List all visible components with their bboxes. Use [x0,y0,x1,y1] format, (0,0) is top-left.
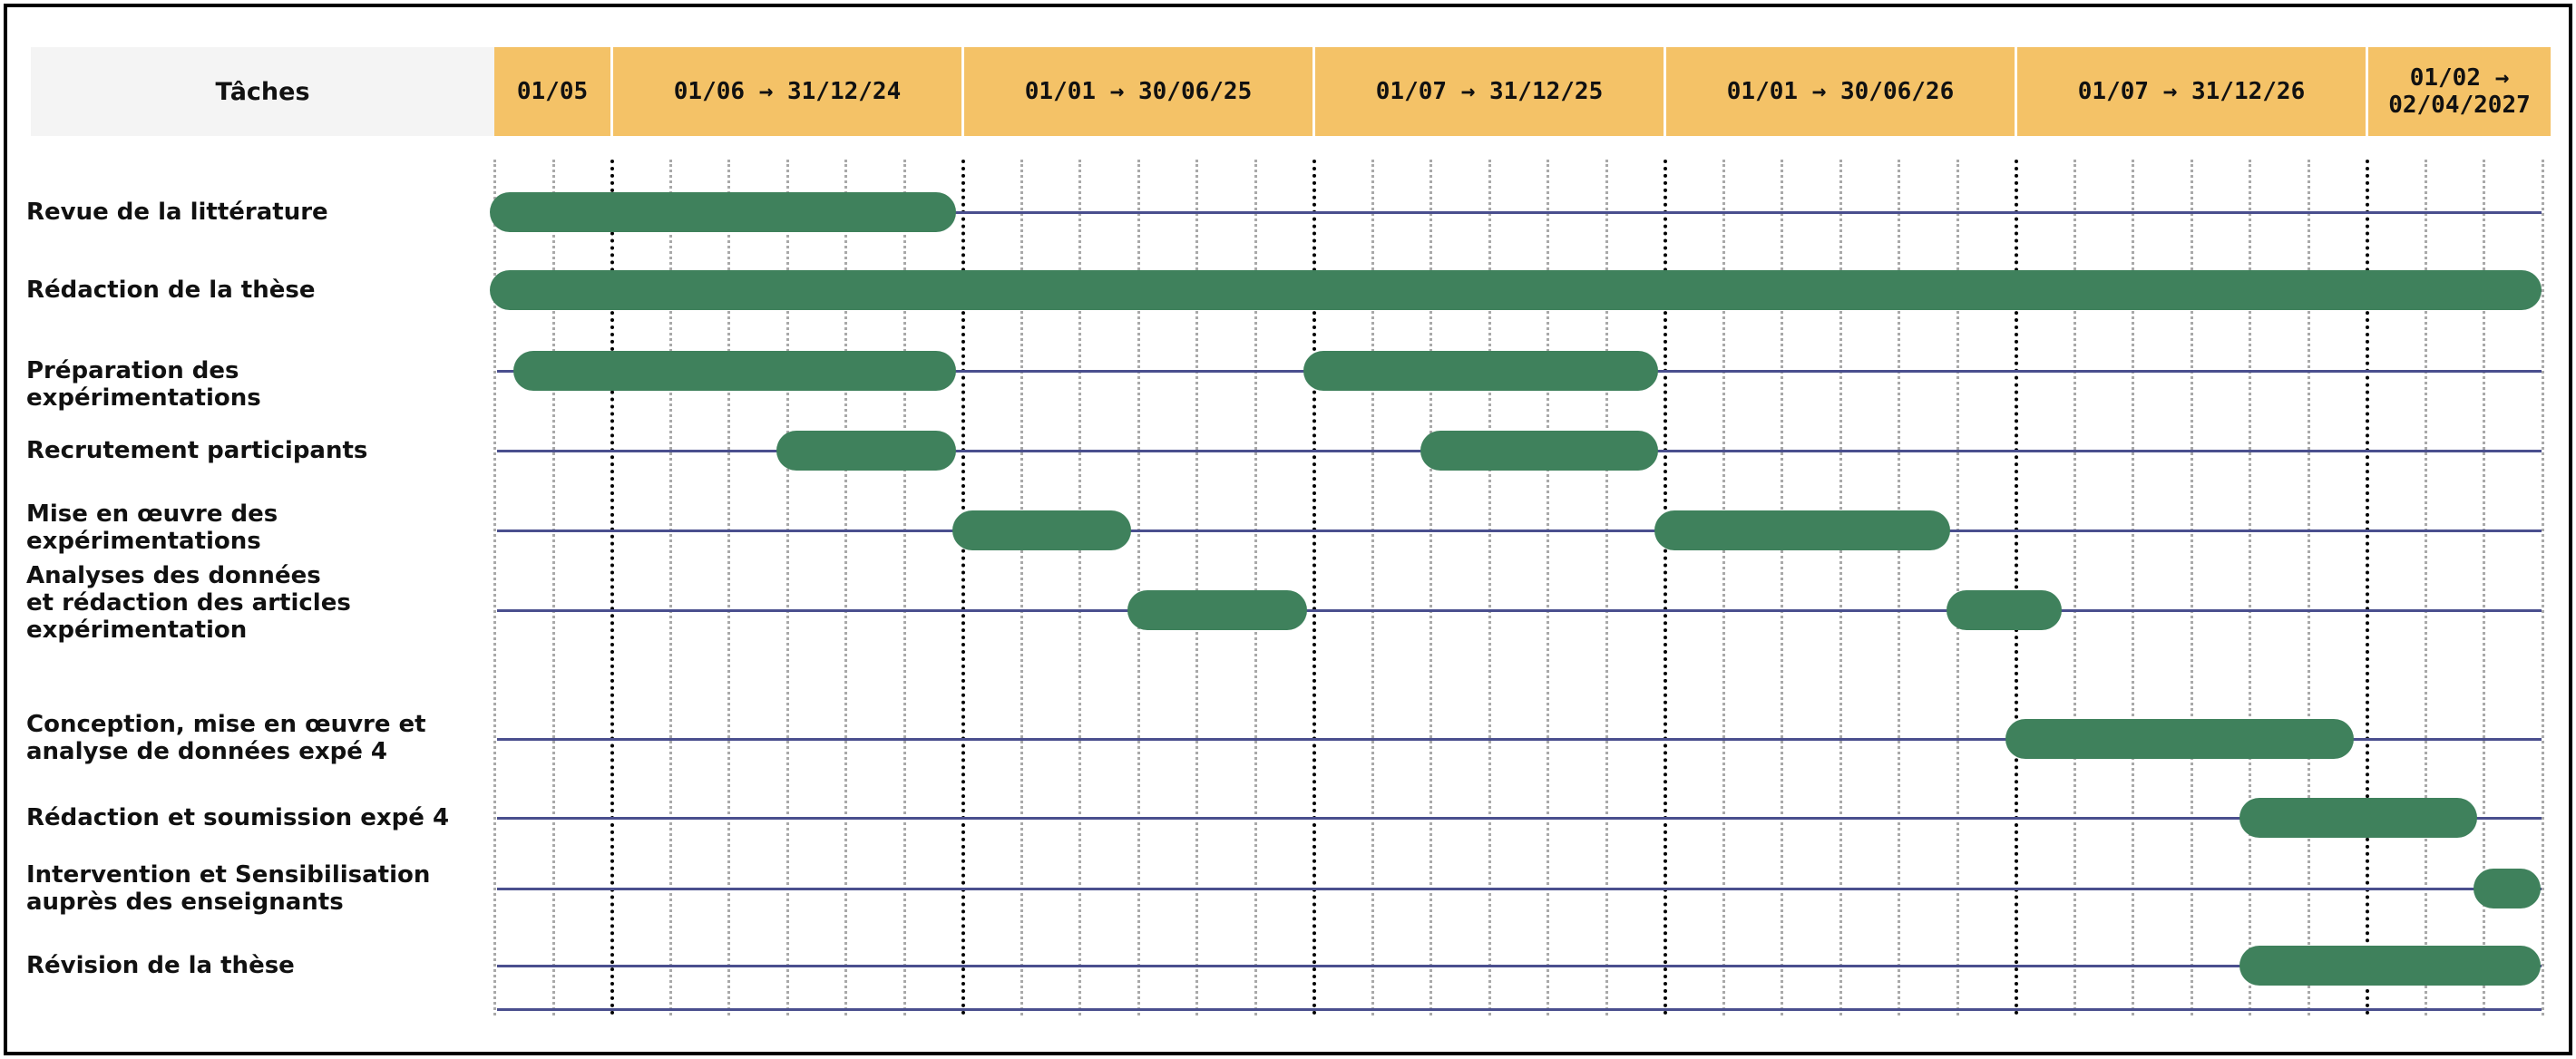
task-label: Conception, mise en œuvre et analyse de … [26,711,426,765]
month-gridline [2190,160,2193,1015]
task-bar[interactable] [490,192,956,232]
period-divider [2366,160,2369,1015]
task-label: Révision de la thèse [26,952,295,979]
month-gridline [1371,160,1374,1015]
row-baseline [497,817,2542,820]
period-divider [610,160,614,1015]
task-bar[interactable] [1303,351,1658,391]
month-gridline [1898,160,1900,1015]
row-baseline [497,738,2542,741]
month-gridline [1722,160,1725,1015]
task-bar[interactable] [1127,590,1307,630]
task-bar[interactable] [951,510,1132,550]
month-gridline [551,160,555,1015]
task-bar[interactable] [1420,431,1658,471]
month-gridline [2541,160,2544,1015]
month-gridline [2132,160,2134,1015]
period-divider [961,160,965,1015]
month-gridline [2483,160,2485,1015]
month-gridline [1429,160,1432,1015]
month-gridline [2249,160,2251,1015]
task-bar[interactable] [490,270,2542,310]
period-divider [2015,160,2018,1015]
header-period-6: 01/02 →02/04/2027 [2366,47,2551,136]
task-bar[interactable] [776,431,956,471]
task-label: Préparation des expérimentations [26,357,261,412]
header-period-4: 01/01 → 30/06/26 [1664,47,2015,136]
month-gridline [668,160,672,1015]
month-gridline [1137,160,1140,1015]
month-gridline [844,160,847,1015]
month-gridline [1020,160,1023,1015]
task-bar[interactable] [2005,719,2355,759]
header-period-0: 01/05 [494,47,610,136]
task-bar[interactable] [1947,590,2062,630]
task-bar[interactable] [1654,510,1951,550]
month-gridline [785,160,789,1015]
header-period-5: 01/07 → 31/12/26 [2015,47,2366,136]
row-baseline [497,530,2542,532]
task-bar[interactable] [2239,946,2542,986]
month-gridline [1839,160,1842,1015]
header-period-1: 01/06 → 31/12/24 [610,47,961,136]
month-gridline [1547,160,1549,1015]
task-bar[interactable] [2473,869,2542,908]
row-baseline [497,211,2542,214]
task-label: Rédaction de la thèse [26,277,316,304]
task-label: Intervention et Sensibilisation auprès d… [26,861,431,916]
month-gridline [727,160,730,1015]
task-label: Revue de la littérature [26,199,328,226]
month-gridline [1195,160,1198,1015]
task-bar[interactable] [2239,798,2477,838]
row-baseline [497,609,2542,612]
task-label: Analyses des données et rédaction des ar… [26,562,351,644]
month-gridline [1956,160,1959,1015]
month-gridline [2073,160,2076,1015]
header-tasks: Tâches [31,47,494,136]
month-gridline [1605,160,1608,1015]
month-gridline [1488,160,1491,1015]
month-gridline [903,160,906,1015]
period-divider [1312,160,1316,1015]
task-bar[interactable] [512,351,956,391]
period-divider [1664,160,1667,1015]
row-baseline [497,888,2542,890]
month-gridline [2307,160,2310,1015]
header-period-3: 01/07 → 31/12/25 [1312,47,1664,136]
month-gridline [2424,160,2427,1015]
task-label: Recrutement participants [26,437,368,464]
month-gridline [1254,160,1257,1015]
chart-bottom-line [497,1008,2542,1011]
month-gridline [1781,160,1783,1015]
header-period-2: 01/01 → 30/06/25 [961,47,1312,136]
month-gridline [1078,160,1081,1015]
month-gridline [493,160,496,1015]
row-baseline [497,965,2542,967]
task-label: Rédaction et soumission expé 4 [26,804,450,831]
task-label: Mise en œuvre des expérimentations [26,500,278,555]
